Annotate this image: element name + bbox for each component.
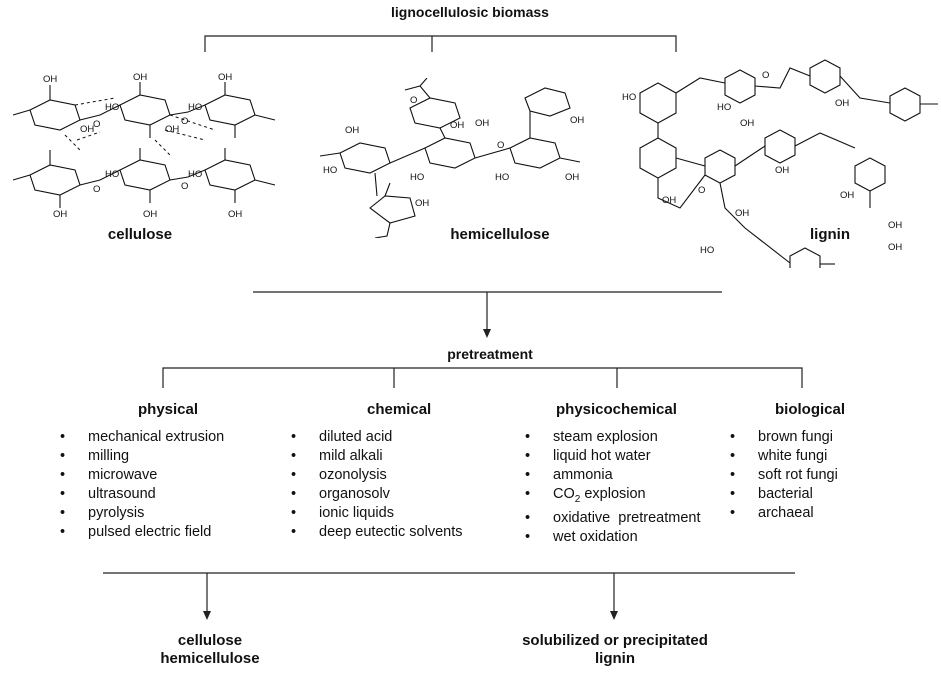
bottom-bracket — [103, 572, 795, 613]
lignin-label: lignin — [810, 226, 850, 243]
top-bracket — [204, 35, 677, 52]
list-item: diluted acid — [291, 428, 462, 447]
oh-label: OH — [53, 209, 67, 220]
oh-label: OH — [570, 115, 584, 126]
oh-label: OH — [218, 72, 232, 83]
ho-label: HO — [622, 92, 636, 103]
oh-label: OH — [840, 190, 854, 201]
oh-label: OH — [345, 125, 359, 136]
category-physical-title: physical — [138, 401, 199, 418]
list-item: white fungi — [730, 447, 838, 466]
cellulose-structure: OH OH OH HO HO OH OH HO HO OH OH OH O O … — [12, 72, 276, 220]
list-item: liquid hot water — [525, 447, 701, 466]
biomass-title: lignocellulosic biomass — [391, 4, 549, 20]
oh-label: OH — [450, 120, 464, 131]
output-line: cellulose — [177, 632, 243, 649]
oh-label: OH — [165, 124, 179, 135]
ho-label: HO — [105, 102, 119, 113]
co2-subscript: 2 — [574, 493, 581, 505]
list-item: pulsed electric field — [60, 523, 224, 542]
co2-suffix: explosion — [580, 486, 646, 502]
list-item: steam explosion — [525, 428, 701, 447]
list-item-co2: CO2 explosion — [525, 485, 701, 509]
list-item: ozonolysis — [291, 466, 462, 485]
output-carbohydrates: cellulose hemicellulose — [130, 632, 290, 668]
list-item: wet oxidation — [525, 528, 701, 547]
pretreatment-title: pretreatment — [447, 346, 533, 362]
output-lignin: solubilized or precipitated lignin — [490, 632, 740, 668]
ho-label: HO — [323, 165, 337, 176]
chemical-list: diluted acid mild alkali ozonolysis orga… — [291, 428, 462, 542]
list-item: microwave — [60, 466, 224, 485]
list-item: deep eutectic solvents — [291, 523, 462, 542]
ho-label: HO — [410, 172, 424, 183]
oh-label: OH — [415, 198, 429, 209]
cellulose-label: cellulose — [107, 226, 173, 243]
oh-label: OH — [228, 209, 242, 220]
oh-label: OH — [43, 74, 57, 85]
lignin-structure: HO HO O OH OH OH OH OH HO OH OH OH O — [622, 59, 938, 268]
oh-label: OH — [888, 220, 902, 231]
list-item: ammonia — [525, 466, 701, 485]
oh-label: OH — [565, 172, 579, 183]
co2-prefix: CO — [553, 486, 575, 502]
oh-label: OH — [888, 242, 902, 253]
oh-label: OH — [775, 165, 789, 176]
list-item: mild alkali — [291, 447, 462, 466]
arrow-head-left — [203, 611, 211, 620]
oh-label: OH — [143, 209, 157, 220]
oh-label: OH — [835, 98, 849, 109]
oh-label: OH — [80, 124, 94, 135]
output-line: hemicellulose — [160, 650, 260, 667]
mid-bracket — [253, 291, 722, 330]
list-item: soft rot fungi — [730, 466, 838, 485]
o-label: O — [181, 116, 188, 127]
pretreatment-bracket — [162, 367, 803, 388]
ho-label: HO — [700, 245, 714, 256]
list-item: archaeal — [730, 504, 838, 523]
oh-label: OH — [740, 118, 754, 129]
list-item: bacterial — [730, 485, 838, 504]
hemicellulose-label: hemicellulose — [450, 226, 550, 243]
list-item: pyrolysis — [60, 504, 224, 523]
list-item: ultrasound — [60, 485, 224, 504]
arrow-head-right — [610, 611, 618, 620]
o-label: O — [93, 184, 100, 195]
o-label: O — [698, 185, 705, 196]
category-chemical-title: chemical — [367, 401, 432, 418]
oh-label: OH — [133, 72, 147, 83]
o-label: O — [93, 119, 100, 130]
o-label: O — [762, 70, 769, 81]
ho-label: HO — [188, 102, 202, 113]
ho-label: HO — [105, 169, 119, 180]
o-label: O — [181, 181, 188, 192]
oh-label: OH — [662, 195, 676, 206]
physicochemical-list: steam explosion liquid hot water ammonia… — [525, 428, 701, 547]
ho-label: HO — [717, 102, 731, 113]
list-item: mechanical extrusion — [60, 428, 224, 447]
output-line: solubilized or precipitated — [522, 632, 708, 649]
oh-label: OH — [475, 118, 489, 129]
list-item: organosolv — [291, 485, 462, 504]
output-line: lignin — [595, 650, 635, 667]
o-label: O — [410, 95, 417, 106]
list-item: oxidative pretreatment — [525, 509, 701, 528]
arrow-head-pretreatment — [483, 329, 491, 338]
list-item: ionic liquids — [291, 504, 462, 523]
ho-label: HO — [495, 172, 509, 183]
ho-label: HO — [188, 169, 202, 180]
category-physicochemical-title: physicochemical — [556, 401, 677, 418]
category-biological-title: biological — [775, 401, 846, 418]
list-item: brown fungi — [730, 428, 838, 447]
o-label: O — [497, 140, 504, 151]
biological-list: brown fungi white fungi soft rot fungi b… — [730, 428, 838, 523]
oh-label: OH — [735, 208, 749, 219]
physical-list: mechanical extrusion milling microwave u… — [60, 428, 224, 542]
hemicellulose-structure: O OH OH OH HO HO HO OH OH OH O — [319, 78, 584, 238]
list-item: milling — [60, 447, 224, 466]
